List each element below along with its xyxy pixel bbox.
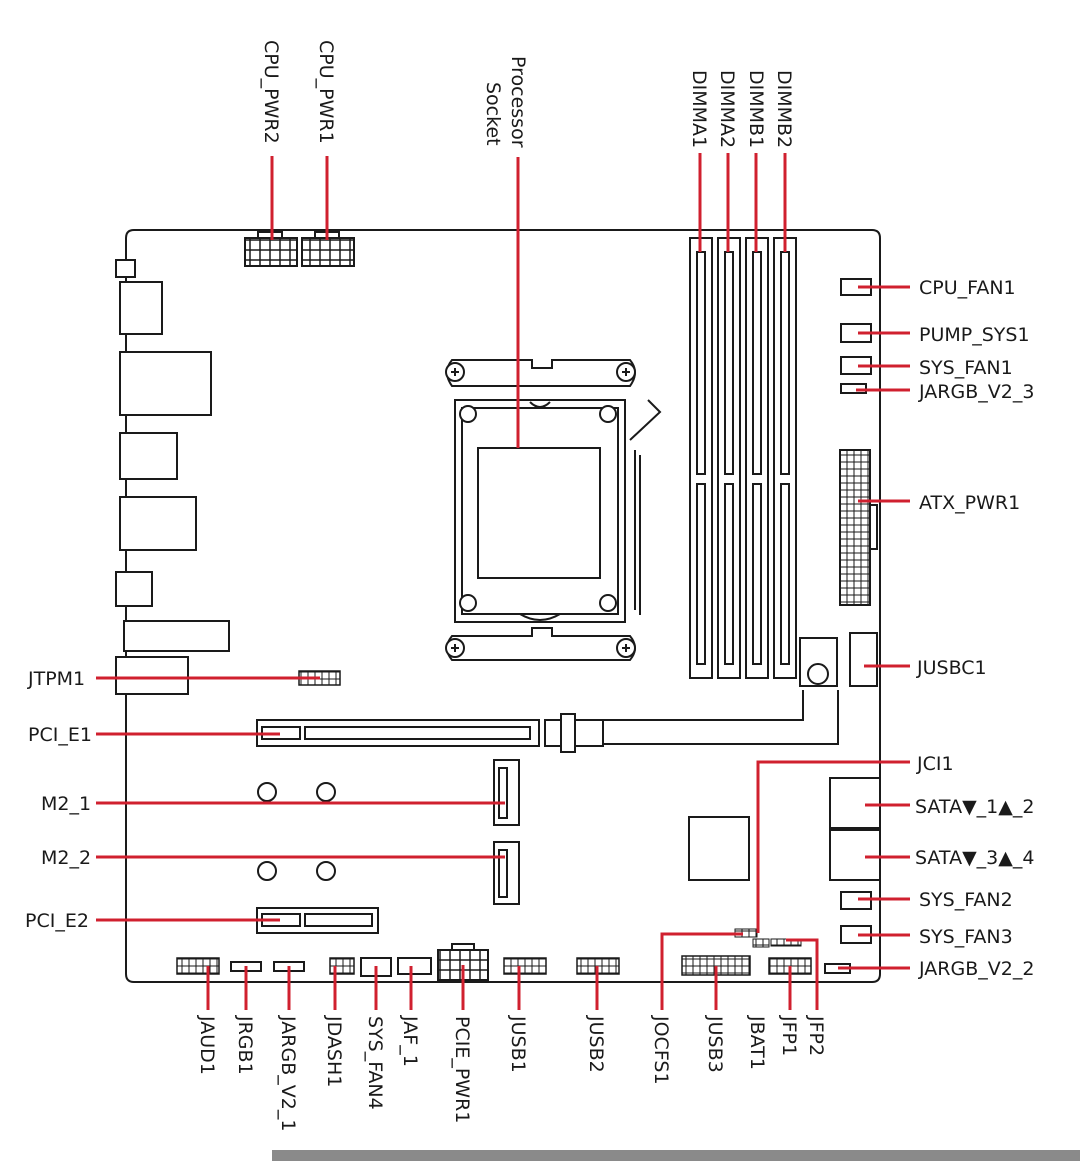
label-jdash1: JDASH1 [323,1015,345,1087]
label-cpu-fan1: CPU_FAN1 [919,277,1016,299]
leader-jci1 [756,760,910,933]
label-jrgb1: JRGB1 [234,1015,256,1075]
label-sys-fan4: SYS_FAN4 [364,1016,386,1110]
label-sys-fan2: SYS_FAN2 [919,889,1013,911]
jusb1-header [503,957,547,975]
pcie-retention-bracket [603,637,839,745]
label-jfp1: JFP1 [778,1015,800,1056]
leader-jfp2 [786,938,819,1010]
label-cpu-pwr1: CPU_PWR1 [315,40,337,144]
label-sata-3-4: SATA▼_3▲_4 [915,847,1034,869]
sata-3-4-connector [829,829,881,881]
sata-1-2-connector [829,777,881,829]
m2-area [257,759,520,905]
label-m2-1: M2_1 [41,793,91,815]
label-sys-fan3: SYS_FAN3 [919,926,1013,948]
board-outline [125,229,881,983]
label-jusb3: JUSB3 [704,1015,726,1073]
label-pump-sys1: PUMP_SYS1 [919,324,1030,346]
jbat1-header [752,938,770,948]
label-jusb1: JUSB1 [507,1015,529,1073]
label-jtpm1: JTPM1 [27,668,85,690]
label-jocfs1: JOCFS1 [650,1015,672,1085]
label-dimma2: DIMMA2 [716,70,738,148]
label-jargb-v2-3: JARGB_V2_3 [918,381,1034,403]
label-jargb-v2-1: JARGB_V2_1 [277,1015,299,1131]
label-m2-2: M2_2 [41,847,91,869]
pci-e1-slot [256,713,604,753]
label-jci1: JCI1 [916,753,954,775]
cpu-pwr2-connector [244,231,298,267]
label-jaf-1: JAF_1 [399,1015,421,1067]
label-dimmb1: DIMMB1 [745,70,767,148]
atx-pwr1-connector [839,449,878,606]
jaf-1-header [397,957,432,975]
label-dimma1: DIMMA1 [688,70,710,148]
label-jfp2: JFP2 [805,1015,827,1056]
label-jbat1: JBAT1 [746,1015,768,1070]
chipset [688,816,750,881]
leader-jocfs1 [660,932,743,1010]
label-jusbc1: JUSBC1 [916,657,987,679]
dimm-slots [689,237,797,679]
label-socket: Socket [482,82,504,146]
processor-socket [445,359,662,661]
rear-io-panel [115,259,230,695]
label-jusb2: JUSB2 [585,1015,607,1073]
label-atx-pwr1: ATX_PWR1 [919,492,1020,514]
leader-lines [96,153,910,1010]
label-processor: Processor [507,56,529,148]
label-jargb-v2-2: JARGB_V2_2 [918,958,1034,980]
label-pci-e2: PCI_E2 [25,910,89,932]
label-pci-e1: PCI_E1 [28,724,92,746]
label-sata-1-2: SATA▼_1▲_2 [915,796,1034,818]
label-cpu-pwr2: CPU_PWR2 [260,40,282,144]
label-pcie-pwr1: PCIE_PWR1 [451,1016,473,1123]
label-dimmb2: DIMMB2 [773,70,795,148]
jusbc1-connector [849,632,878,687]
label-jaud1: JAUD1 [196,1015,218,1075]
label-sys-fan1: SYS_FAN1 [919,357,1013,379]
footer-bar [272,1150,1080,1161]
jaud1-header [176,957,220,975]
